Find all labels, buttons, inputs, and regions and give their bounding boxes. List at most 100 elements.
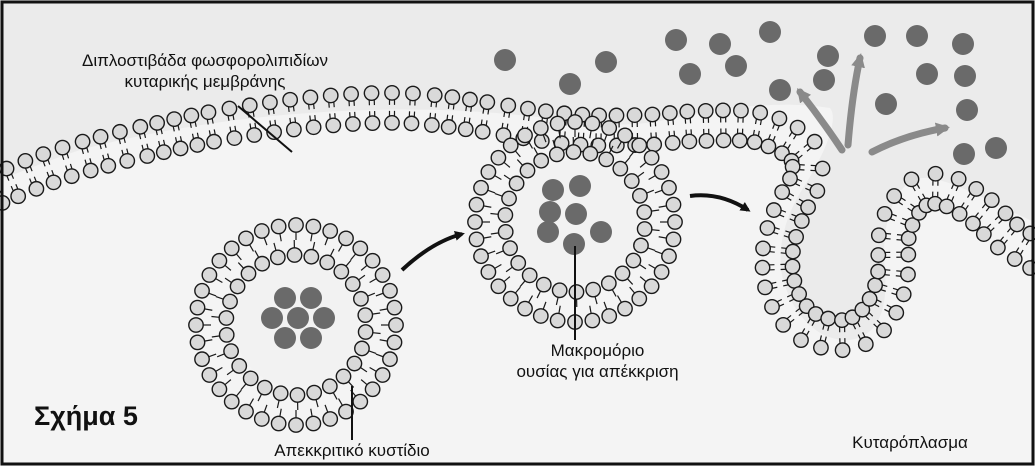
- lipid-head: [772, 111, 786, 125]
- lipid-head: [83, 163, 97, 177]
- macromolecule: [539, 201, 561, 223]
- lipid-head: [258, 380, 272, 394]
- lipid-head: [795, 214, 809, 228]
- lipid-head: [243, 371, 257, 385]
- lipid-head: [283, 93, 297, 107]
- lipid-head: [859, 337, 873, 351]
- lipid-head: [383, 352, 397, 366]
- macromolecule: [494, 49, 516, 71]
- lipid-head: [618, 128, 632, 142]
- lipid-head: [991, 240, 1005, 254]
- lipid-head: [633, 189, 647, 203]
- lipid-head: [637, 222, 651, 236]
- lipid-head: [877, 323, 891, 337]
- lipid-head: [566, 145, 580, 159]
- macromolecule: [261, 307, 283, 329]
- lipid-head: [273, 386, 287, 400]
- lipid-head: [474, 181, 488, 195]
- lipid-head: [810, 184, 824, 198]
- lipid-head: [113, 125, 127, 139]
- lipid-head: [985, 193, 999, 207]
- macromolecule: [916, 63, 938, 85]
- lipid-head: [503, 241, 517, 255]
- macromolecule: [590, 221, 612, 243]
- lipid-head: [807, 134, 821, 148]
- lipid-head: [539, 104, 553, 118]
- macromolecule: [595, 51, 617, 73]
- lipid-head: [441, 120, 455, 134]
- lipid-head: [406, 86, 420, 100]
- lipid-head: [504, 291, 518, 305]
- lipid-head: [644, 279, 658, 293]
- lipid-head: [468, 215, 482, 229]
- macromolecule: [985, 137, 1007, 159]
- lipid-head: [889, 306, 903, 320]
- lipid-head: [647, 137, 661, 151]
- lipid-head: [347, 356, 361, 370]
- lipid-head: [355, 341, 369, 355]
- lipid-head: [699, 134, 713, 148]
- lipid-head: [481, 265, 495, 279]
- lipid-head: [977, 227, 991, 241]
- lipid-head: [224, 344, 238, 358]
- lipid-head: [662, 181, 676, 195]
- lipid-head: [195, 352, 209, 366]
- lipid-head: [202, 268, 216, 282]
- lipid-head: [535, 134, 549, 148]
- lipid-head: [140, 149, 154, 163]
- lipid-head: [459, 122, 473, 136]
- lipid-head: [387, 335, 401, 349]
- macromolecule: [864, 25, 886, 47]
- lipid-head: [518, 301, 532, 315]
- figure-caption: Σχήμα 5: [34, 400, 138, 432]
- bilayer-label: Διπλοστιβάδα φωσφορολιπιδίων κυταρικής μ…: [12, 50, 398, 92]
- lipid-head: [346, 117, 360, 131]
- lipid-head: [550, 116, 564, 130]
- lipid-head: [167, 112, 181, 126]
- lipid-head: [289, 218, 303, 232]
- lipid-head: [767, 203, 781, 217]
- macromolecule: [769, 79, 791, 101]
- lipid-head: [904, 172, 918, 186]
- lipid-head: [365, 116, 379, 130]
- lipid-head: [787, 274, 801, 288]
- lipid-head: [387, 300, 401, 314]
- lipid-head: [790, 120, 804, 134]
- lipid-head: [271, 219, 285, 233]
- lipid-head: [499, 225, 513, 239]
- lipid-head: [480, 95, 494, 109]
- lipid-head: [618, 301, 632, 315]
- lipid-head: [969, 182, 983, 196]
- macromolecule: [569, 175, 591, 197]
- lipid-head: [220, 328, 234, 342]
- lipid-head: [383, 284, 397, 298]
- lipid-head: [1008, 252, 1022, 266]
- macromolecule: [559, 73, 581, 95]
- lipid-head: [358, 325, 372, 339]
- lipid-head: [613, 161, 627, 175]
- lipid-head: [765, 300, 779, 314]
- lipid-head: [184, 108, 198, 122]
- lipid-head: [786, 244, 800, 258]
- lipid-head: [654, 265, 668, 279]
- lipid-head: [463, 92, 477, 106]
- lipid-head: [212, 382, 226, 396]
- lipid-head: [354, 292, 368, 306]
- lipid-head: [255, 224, 269, 238]
- lipid-head: [569, 285, 583, 299]
- lipid-head: [666, 232, 680, 246]
- macromolecule: [725, 55, 747, 77]
- lipid-head: [75, 134, 89, 148]
- lipid-head: [336, 369, 350, 383]
- cytoplasm-label: Κυταρόπλασμα: [820, 432, 1000, 453]
- lipid-head: [271, 250, 285, 264]
- lipid-head: [602, 121, 616, 135]
- lipid-head: [389, 318, 403, 332]
- lipid-head: [18, 154, 32, 168]
- lipid-head: [626, 253, 640, 267]
- lipid-head: [428, 88, 442, 102]
- lipid-head: [385, 116, 399, 130]
- lipid-head: [243, 98, 257, 112]
- macromolecule: [952, 33, 974, 55]
- macromolecule: [313, 307, 335, 329]
